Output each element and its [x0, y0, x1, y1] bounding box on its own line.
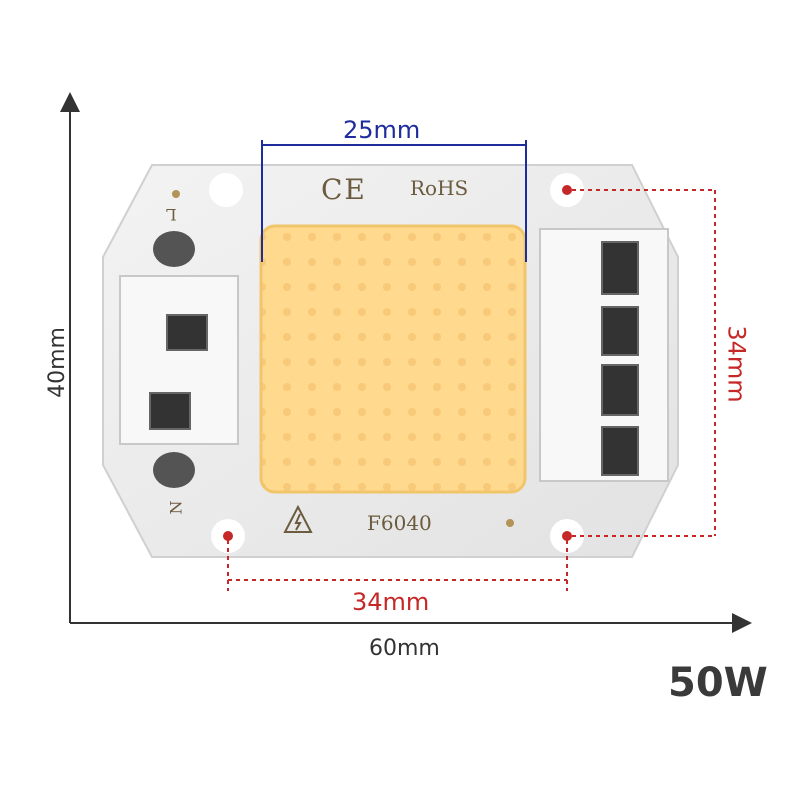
marker-dot-top	[172, 190, 180, 198]
dimension-horizontal-34	[227, 540, 568, 591]
ce-mark-icon: CE	[321, 173, 367, 206]
wattage-label: 50W	[668, 660, 768, 706]
hole-marker-top-right	[562, 185, 572, 195]
marker-dot-bottom	[506, 519, 514, 527]
dimension-led-width	[261, 140, 527, 262]
rohs-mark: RoHS	[410, 176, 469, 200]
label-led-width: 25mm	[343, 116, 421, 144]
left-terminal-block	[119, 275, 239, 445]
pad-l	[153, 231, 195, 267]
hole-marker-bottom-left	[223, 531, 233, 541]
dimension-vertical-34	[572, 189, 716, 537]
label-board-width: 60mm	[369, 636, 440, 661]
terminal-l-label: L	[166, 205, 177, 224]
mount-hole-top-left	[209, 173, 243, 207]
hole-marker-bottom-right	[562, 531, 572, 541]
label-vertical-hole-spacing: 34mm	[722, 325, 751, 403]
led-emitter	[259, 224, 527, 494]
label-board-height: 40mm	[44, 327, 70, 398]
right-terminal-block	[539, 228, 669, 482]
label-horizontal-hole-spacing: 34mm	[352, 588, 430, 616]
model-number: F6040	[367, 511, 432, 535]
pad-n	[153, 452, 195, 488]
terminal-n-label: N	[166, 500, 186, 515]
high-voltage-warning-icon	[283, 504, 313, 533]
